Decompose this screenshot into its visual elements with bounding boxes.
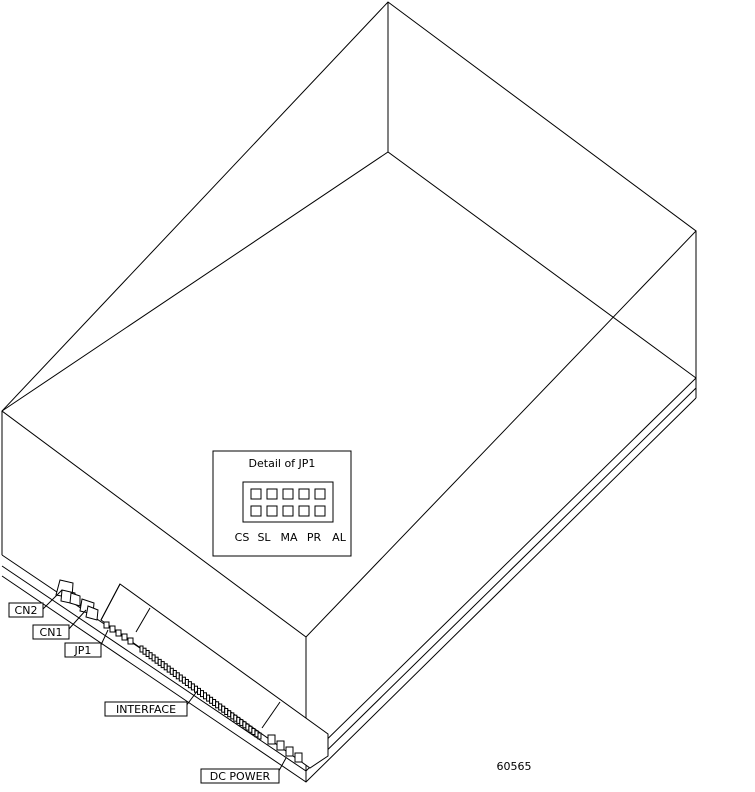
- interface-pin: [203, 692, 207, 700]
- jumper-pin: [282, 488, 294, 500]
- jp1-box: [64, 642, 102, 658]
- callout-leaders: [41, 589, 287, 777]
- callout-cn2: CN2: [8, 602, 44, 618]
- jp1-pins: [103, 621, 134, 645]
- interface-label: INTERFACE: [116, 703, 176, 716]
- power-pin: [285, 746, 294, 757]
- pin-label-ma: MA: [280, 531, 297, 544]
- jumper-pin: [314, 505, 326, 517]
- cn1-pin: [85, 605, 99, 621]
- interface-pin: [178, 674, 183, 682]
- interface-pin: [239, 719, 244, 727]
- interface-pin: [227, 710, 232, 718]
- connector-panel: [100, 583, 329, 769]
- dc-power-label: DC POWER: [210, 770, 271, 783]
- interface-leader: [185, 689, 199, 707]
- jp1-detail-title: Detail of JP1: [249, 457, 316, 470]
- jp1-pin: [127, 637, 134, 645]
- jp1-pin: [103, 621, 110, 629]
- jumper-pin: [250, 488, 262, 500]
- interface-pin: [142, 647, 147, 655]
- callout-jp1: JP1: [64, 642, 102, 658]
- power-pin: [267, 734, 276, 745]
- connector-strip: [55, 579, 329, 769]
- callout-interface: INTERFACE: [104, 701, 188, 717]
- jp1-detail: Detail of JP1 CS SL MA PR AL: [212, 450, 352, 557]
- interface-pin: [215, 701, 220, 709]
- connector-panel-edge: [100, 583, 121, 621]
- jumper-pin: [282, 505, 294, 517]
- cn1-leader: [67, 609, 87, 631]
- connector-divider-1: [135, 607, 151, 633]
- pin-label-pr: PR: [307, 531, 322, 544]
- cn1-box: [32, 624, 70, 640]
- callout-cn1: CN1: [32, 624, 70, 640]
- jp1-pin: [109, 625, 116, 633]
- jp1-pin: [121, 633, 128, 641]
- interface-pins: [139, 645, 262, 740]
- dc-power-box: [200, 768, 280, 784]
- figure-number: 60565: [497, 760, 532, 773]
- cn2-box: [8, 602, 44, 618]
- top-crease: [1, 151, 697, 412]
- drive-outline: [1, 1, 697, 783]
- interface-pin: [257, 732, 262, 740]
- interface-pin: [166, 665, 171, 673]
- interface-box: [104, 701, 188, 717]
- jumper-pin: [266, 505, 278, 517]
- power-pin: [276, 740, 285, 751]
- pin-label-cs: CS: [235, 531, 250, 544]
- jp1-pin: [115, 629, 122, 637]
- jp1-detail-grid: [250, 488, 326, 517]
- cn2-leader: [41, 589, 63, 611]
- callout-dc-power: DC POWER: [200, 768, 280, 784]
- jumper-pin: [250, 505, 262, 517]
- pin-label-sl: SL: [257, 531, 271, 544]
- jumper-pin: [314, 488, 326, 500]
- jp1-label: JP1: [74, 644, 92, 657]
- cn2-label: CN2: [15, 604, 38, 617]
- interface-pin: [190, 683, 195, 691]
- connector-divider-2: [261, 701, 281, 729]
- interface-pin: [251, 728, 256, 735]
- interface-pin: [154, 656, 159, 664]
- pin-label-al: AL: [332, 531, 347, 544]
- jumper-pin: [298, 505, 310, 517]
- cn1-label: CN1: [40, 626, 63, 639]
- dc-power-pins: [267, 734, 303, 763]
- jumper-pin: [266, 488, 278, 500]
- jumper-pin: [298, 488, 310, 500]
- cn2-pin-2: [69, 592, 81, 607]
- power-pin: [294, 752, 303, 763]
